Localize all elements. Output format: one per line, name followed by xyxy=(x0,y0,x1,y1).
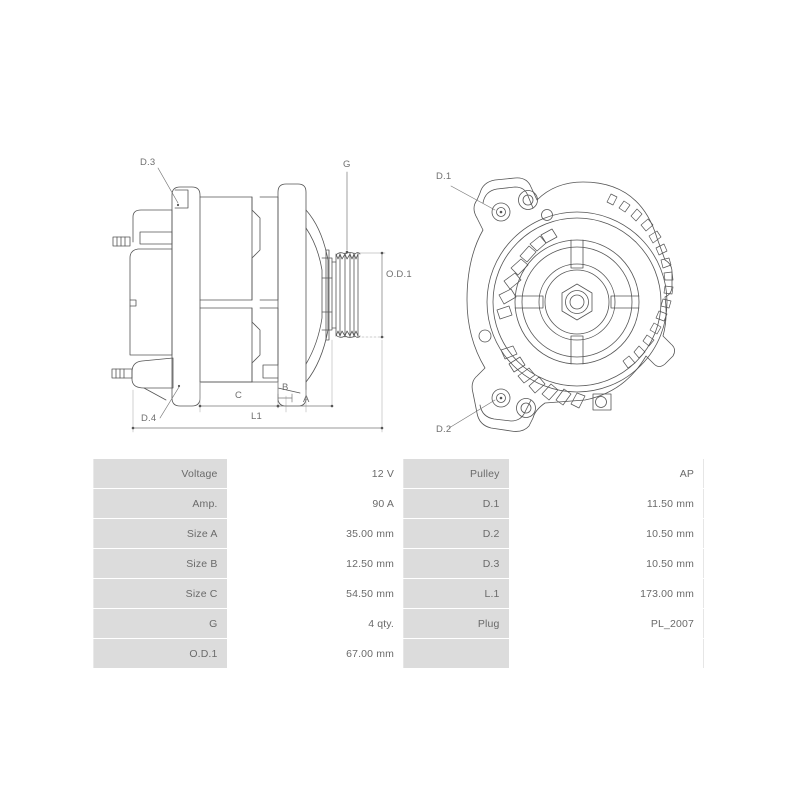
spec-value-d2: 10.50 mm xyxy=(508,518,704,549)
dimension-label-g: G xyxy=(343,159,351,170)
spec-label-d1: D.1 xyxy=(403,488,509,519)
dimension-label-d1: D.1 xyxy=(436,171,452,182)
spec-label-pulley: Pulley xyxy=(403,459,509,489)
spec-label-size-c: Size C xyxy=(93,578,227,609)
specification-table-body: Voltage 12 V Pulley AP Amp. 90 A D.1 11.… xyxy=(93,459,704,669)
table-row: G 4 qty. Plug PL_2007 xyxy=(93,608,704,639)
spec-value-l1: 173.00 mm xyxy=(508,578,704,609)
table-row: O.D.1 67.00 mm xyxy=(93,638,704,669)
spec-value-size-b: 12.50 mm xyxy=(226,548,404,579)
spec-value-voltage: 12 V xyxy=(226,459,404,489)
spec-value-d1: 11.50 mm xyxy=(508,488,704,519)
table-row: Voltage 12 V Pulley AP xyxy=(93,459,704,489)
spec-label-empty xyxy=(403,638,509,669)
spec-value-g: 4 qty. xyxy=(226,608,404,639)
spec-value-d3: 10.50 mm xyxy=(508,548,704,579)
dimension-label-a: A xyxy=(303,394,310,405)
spec-label-voltage: Voltage xyxy=(93,459,227,489)
table-row: Amp. 90 A D.1 11.50 mm xyxy=(93,488,704,519)
dimension-label-d4: D.4 xyxy=(141,413,157,424)
spec-value-size-c: 54.50 mm xyxy=(226,578,404,609)
table-row: Size C 54.50 mm L.1 173.00 mm xyxy=(93,578,704,609)
spec-label-g: G xyxy=(93,608,227,639)
spec-label-d3: D.3 xyxy=(403,548,509,579)
spec-value-empty xyxy=(508,638,704,669)
spec-value-od1: 67.00 mm xyxy=(226,638,404,669)
spec-value-size-a: 35.00 mm xyxy=(226,518,404,549)
spec-label-amp: Amp. xyxy=(93,488,227,519)
alternator-side-view: D.3 D.4 G O.D.1 C B A L1 xyxy=(100,150,412,440)
table-row: Size B 12.50 mm D.3 10.50 mm xyxy=(93,548,704,579)
alternator-front-view: D.1 D.2 xyxy=(425,160,685,445)
spec-value-pulley: AP xyxy=(508,459,704,489)
dimension-label-od1: O.D.1 xyxy=(386,269,412,280)
dimension-label-c: C xyxy=(235,390,243,401)
specification-table: Voltage 12 V Pulley AP Amp. 90 A D.1 11.… xyxy=(93,459,704,669)
spec-value-plug: PL_2007 xyxy=(508,608,704,639)
dimension-label-b: B xyxy=(282,382,289,393)
spec-label-plug: Plug xyxy=(403,608,509,639)
spec-label-d2: D.2 xyxy=(403,518,509,549)
dimension-label-l1: L1 xyxy=(251,411,262,422)
spec-label-od1: O.D.1 xyxy=(93,638,227,669)
spec-label-size-a: Size A xyxy=(93,518,227,549)
dimension-label-d3: D.3 xyxy=(140,157,156,168)
dimension-label-d2: D.2 xyxy=(436,424,452,435)
spec-value-amp: 90 A xyxy=(226,488,404,519)
table-row: Size A 35.00 mm D.2 10.50 mm xyxy=(93,518,704,549)
spec-label-l1: L.1 xyxy=(403,578,509,609)
spec-label-size-b: Size B xyxy=(93,548,227,579)
